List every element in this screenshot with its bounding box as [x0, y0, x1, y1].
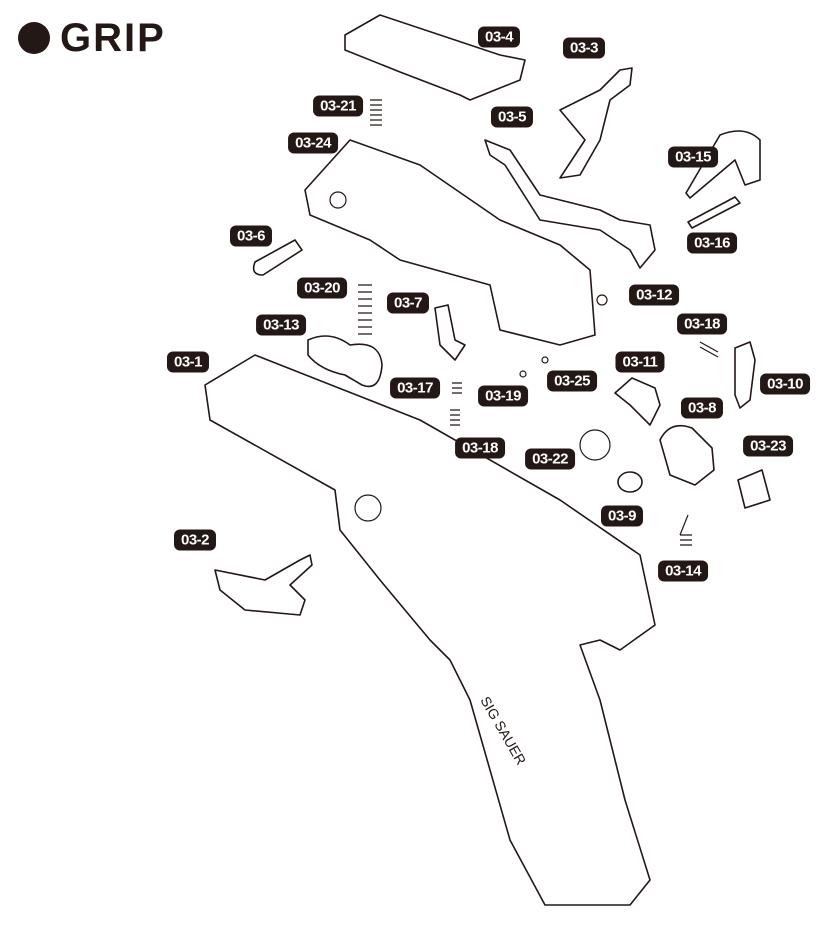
part-03-10 — [734, 341, 756, 409]
part-label: 03-22 — [525, 448, 575, 470]
part-label: 03-17 — [390, 377, 440, 399]
part-03-22 — [579, 429, 611, 461]
part-label: 03-16 — [687, 232, 737, 254]
part-label: 03-19 — [478, 385, 528, 407]
part-03-1-pin-hole — [354, 494, 382, 522]
part-03-5 — [484, 139, 656, 269]
part-03-16 — [687, 196, 741, 229]
part-label: 03-5 — [490, 106, 534, 128]
part-03-18-right — [699, 341, 719, 358]
part-label: 03-6 — [229, 225, 273, 247]
part-03-18-left — [450, 409, 460, 426]
bullet-circle-icon — [18, 22, 50, 54]
part-label: 03-24 — [288, 132, 338, 154]
part-03-13 — [307, 335, 383, 388]
part-label: 03-12 — [629, 284, 679, 306]
part-label: 03-10 — [760, 373, 810, 395]
part-03-17 — [452, 382, 462, 394]
part-03-9 — [617, 471, 643, 493]
title-text: GRIP — [60, 16, 166, 60]
part-03-19 — [519, 370, 527, 378]
part-label: 03-18 — [455, 437, 505, 459]
part-label: 03-1 — [166, 351, 210, 373]
part-03-4 — [344, 14, 526, 101]
part-03-25 — [541, 356, 549, 364]
part-label: 03-23 — [743, 435, 793, 457]
part-label: 03-20 — [297, 277, 347, 299]
part-03-1 — [204, 354, 656, 906]
section-title: GRIP — [18, 18, 166, 58]
part-03-15 — [685, 130, 761, 199]
part-03-3 — [559, 67, 633, 179]
part-03-8 — [659, 424, 715, 486]
part-label: 03-3 — [562, 37, 606, 59]
part-label: 03-21 — [313, 95, 363, 117]
part-label: 03-14 — [658, 560, 708, 582]
part-label: 03-25 — [547, 370, 597, 392]
part-label: 03-9 — [600, 505, 644, 527]
part-03-7 — [434, 304, 466, 361]
part-03-24-hole — [329, 191, 347, 209]
part-label: 03-15 — [668, 146, 718, 168]
part-03-2 — [214, 554, 313, 616]
part-03-24 — [304, 139, 596, 346]
part-label: 03-13 — [256, 314, 306, 336]
part-label: 03-7 — [386, 292, 430, 314]
part-03-23 — [737, 469, 771, 509]
part-label: 03-2 — [173, 529, 217, 551]
part-03-12 — [596, 294, 608, 306]
part-label: 03-4 — [477, 26, 521, 48]
part-03-20 — [358, 284, 372, 335]
part-03-21 — [370, 99, 382, 126]
part-label: 03-8 — [680, 397, 724, 419]
part-label: 03-11 — [615, 351, 665, 373]
part-label: 03-18 — [677, 313, 727, 335]
part-03-11 — [614, 377, 661, 426]
part-03-6 — [252, 239, 303, 276]
part-03-14 — [679, 514, 692, 546]
